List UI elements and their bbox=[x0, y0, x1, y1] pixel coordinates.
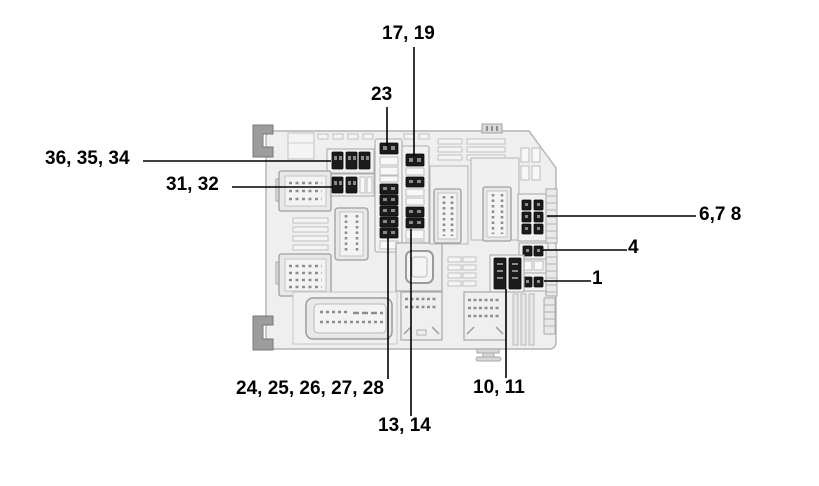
bottom-left-vents bbox=[447, 256, 477, 287]
mid-panel-connector bbox=[429, 165, 469, 245]
fuse-10 bbox=[493, 257, 507, 290]
fuse-group-6-7-8 bbox=[517, 193, 549, 242]
mounting-tab-bottom-left bbox=[252, 315, 274, 351]
fuse-24 bbox=[379, 183, 399, 195]
connector-top-left bbox=[275, 170, 332, 212]
fuse-36 bbox=[331, 151, 344, 170]
fuse-26 bbox=[379, 205, 399, 217]
upper-right-slots bbox=[520, 147, 541, 181]
fuse-4 bbox=[518, 242, 549, 260]
fuse-1 bbox=[518, 272, 549, 292]
fuse-25 bbox=[379, 194, 399, 206]
callout-label-24-28: 24, 25, 26, 27, 28 bbox=[236, 378, 384, 399]
fuse-column-left bbox=[374, 138, 403, 253]
bottom-connector-2 bbox=[463, 291, 507, 341]
callout-label-23: 23 bbox=[371, 84, 393, 105]
fuse-19 bbox=[405, 176, 425, 188]
mounting-tab-top-left bbox=[252, 124, 274, 158]
fuse-28 bbox=[379, 227, 399, 239]
bottom-right-ribs bbox=[512, 293, 535, 346]
callout-lines bbox=[143, 47, 696, 416]
callout-label-10-11: 10, 11 bbox=[473, 377, 525, 398]
fuse-17 bbox=[405, 153, 425, 167]
fuse-11 bbox=[508, 257, 522, 290]
fuse-group-36-35-34 bbox=[326, 148, 375, 174]
left-vents bbox=[292, 217, 329, 251]
bottom-connector-1 bbox=[400, 291, 443, 341]
callout-label-31-32: 31, 32 bbox=[166, 174, 219, 195]
right-edge-ladder bbox=[543, 188, 558, 335]
center-port-connector bbox=[395, 242, 443, 292]
callout-label-1: 1 bbox=[592, 268, 603, 289]
top-bump bbox=[481, 123, 503, 134]
fuse-14 bbox=[405, 217, 425, 229]
callout-label-17-19: 17, 19 bbox=[382, 23, 435, 44]
connector-mid-left bbox=[275, 253, 332, 297]
fuse-13 bbox=[405, 206, 425, 218]
callout-label-4: 4 bbox=[628, 237, 639, 258]
fuse-group-10-11 bbox=[489, 254, 525, 293]
callout-label-13-14: 13, 14 bbox=[378, 415, 431, 436]
fuse-34 bbox=[358, 151, 371, 170]
bottom-foot bbox=[475, 348, 502, 362]
bottom-wide-connector bbox=[292, 291, 398, 345]
fuse-35 bbox=[345, 151, 358, 170]
center-connector bbox=[334, 207, 369, 261]
callout-label-6-7-8: 6,7 8 bbox=[699, 204, 742, 225]
right-panel-connector bbox=[470, 157, 520, 242]
top-right-vents bbox=[437, 138, 506, 161]
callout-label-36-35-34: 36, 35, 34 bbox=[45, 148, 130, 169]
fuse-column-right bbox=[401, 145, 430, 253]
top-vents bbox=[317, 133, 430, 140]
top-left-step bbox=[287, 132, 315, 160]
fuse-group-31-32 bbox=[326, 173, 375, 197]
fuse-23 bbox=[379, 142, 399, 155]
fuse-27 bbox=[379, 216, 399, 228]
